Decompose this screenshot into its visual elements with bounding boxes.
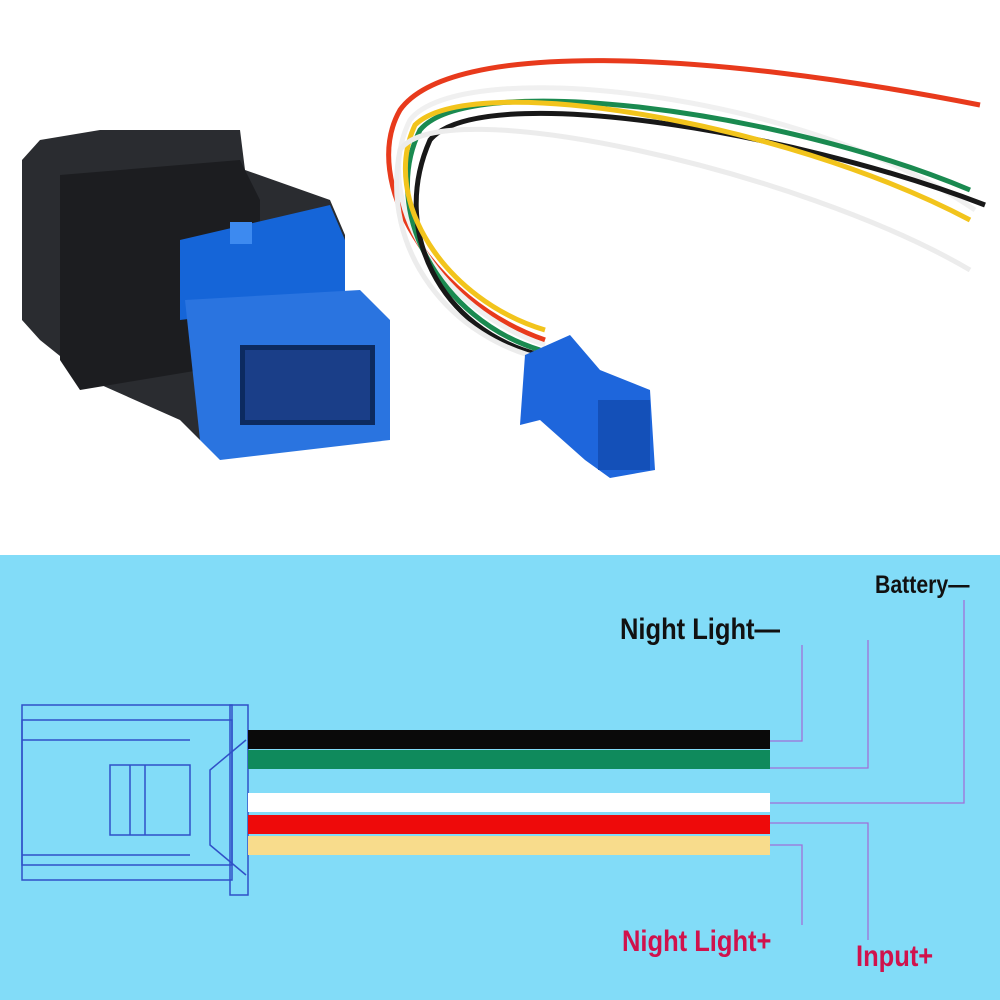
wire-2	[248, 793, 770, 812]
leader-input-plus	[770, 822, 869, 940]
product-photo	[22, 58, 986, 478]
wire-1	[248, 750, 770, 769]
wire-3	[248, 815, 770, 834]
leader-battery-green	[770, 640, 869, 769]
leader-lines	[770, 600, 965, 940]
diagram-drawing	[21, 600, 965, 940]
wires	[248, 730, 770, 855]
wiring-diagram: Night Light— Battery— Night Light+ Input…	[0, 555, 1000, 1000]
leader-night-light-plus	[770, 844, 803, 925]
switch-body	[22, 130, 390, 460]
connector-outline	[21, 704, 249, 896]
wire-0	[248, 730, 770, 749]
label-night-light-plus: Night Light+	[622, 925, 772, 958]
label-battery-minus: Battery—	[875, 571, 970, 599]
plug	[520, 335, 655, 478]
wire-4	[248, 836, 770, 855]
wire-harness	[386, 58, 986, 363]
label-night-light-minus: Night Light—	[620, 613, 781, 646]
leader-battery-white	[770, 600, 965, 804]
label-input-plus: Input+	[856, 940, 934, 973]
leader-night-light-minus	[770, 645, 803, 742]
